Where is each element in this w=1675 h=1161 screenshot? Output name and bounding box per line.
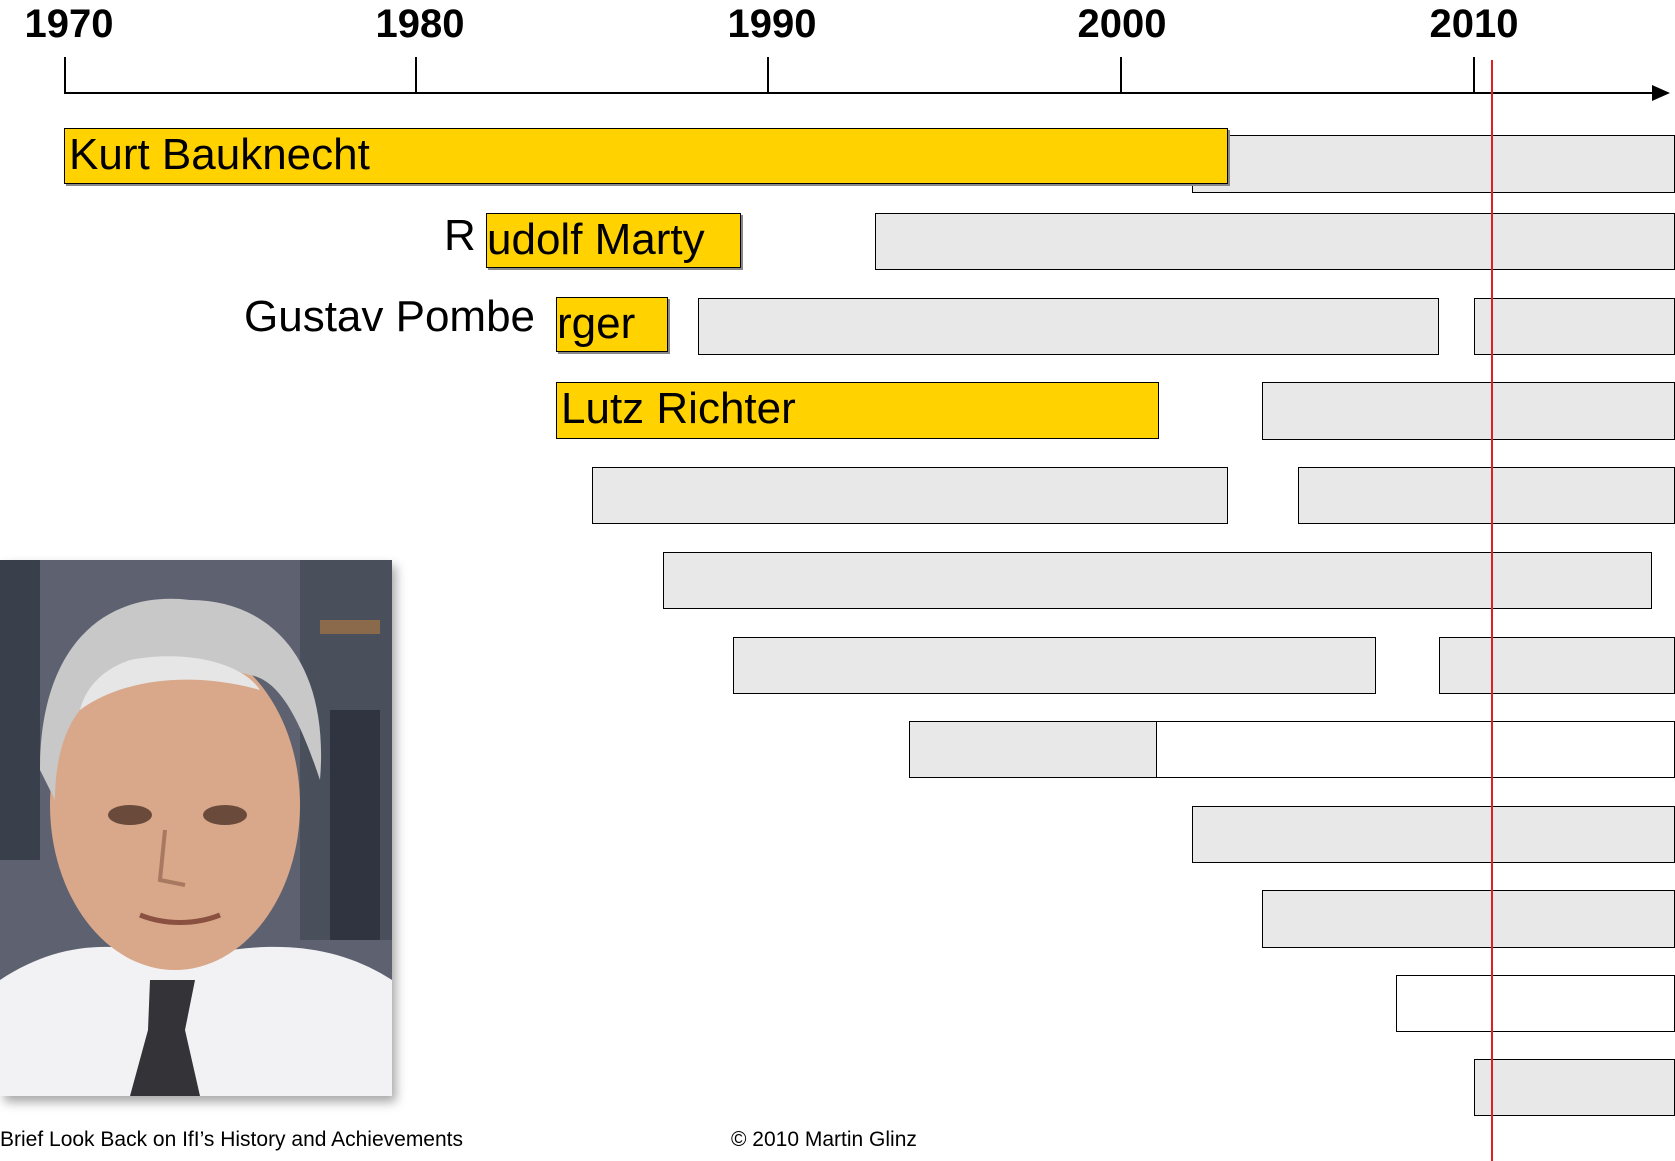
year-label-1970: 1970 xyxy=(24,2,114,46)
portrait-photo-icon xyxy=(0,560,392,1096)
timeline-axis xyxy=(64,92,1659,94)
tenure-bar xyxy=(1156,721,1675,778)
person-name: Lutz Richter xyxy=(561,384,796,433)
year-label-2000: 2000 xyxy=(1077,2,1167,46)
tenure-bar xyxy=(1474,298,1675,355)
name-outside-gustav-pomberger: Gustav Pombe xyxy=(244,292,536,341)
highlight-bar-kurt-bauknecht: Kurt Bauknecht xyxy=(64,128,1228,184)
tick-2010 xyxy=(1473,57,1475,93)
tenure-bar xyxy=(663,552,1652,609)
tenure-bar xyxy=(698,298,1439,355)
year-label-1980: 1980 xyxy=(375,2,465,46)
tenure-bar xyxy=(1262,382,1675,440)
tenure-bar xyxy=(1262,890,1675,948)
person-name-inside: udolf Marty xyxy=(487,215,705,264)
year-label-2010: 2010 xyxy=(1429,2,1519,46)
tick-1990 xyxy=(767,57,769,93)
person-name-inside: rger xyxy=(557,299,636,348)
tenure-bar xyxy=(1192,135,1675,193)
tenure-bar xyxy=(1474,1059,1675,1116)
tenure-bar xyxy=(875,213,1675,270)
tenure-bar xyxy=(909,721,1158,778)
highlight-bar-rudolf-marty: udolf Marty xyxy=(486,213,741,268)
tenure-bar xyxy=(1439,637,1675,694)
name-outside-rudolf-marty: R xyxy=(444,211,476,260)
tick-1980 xyxy=(415,57,417,93)
highlight-bar-lutz-richter: Lutz Richter xyxy=(556,382,1159,439)
footer-title: Brief Look Back on IfI’s History and Ach… xyxy=(0,1128,464,1151)
tenure-bar xyxy=(1396,975,1675,1032)
tenure-bar xyxy=(733,637,1376,694)
tenure-bar xyxy=(1192,806,1675,863)
current-year-marker xyxy=(1491,60,1493,1161)
footer-copyright: © 2010 Martin Glinz xyxy=(731,1128,917,1151)
tenure-bar xyxy=(592,467,1228,524)
tick-1970 xyxy=(64,57,66,93)
axis-arrow-icon xyxy=(1652,85,1670,101)
highlight-bar-gustav-pomberger: rger xyxy=(556,297,668,352)
tick-2000 xyxy=(1120,57,1122,93)
year-label-1990: 1990 xyxy=(727,2,817,46)
person-name: Kurt Bauknecht xyxy=(69,130,370,179)
tenure-bar xyxy=(1298,467,1675,524)
portrait-photo xyxy=(0,560,392,1096)
